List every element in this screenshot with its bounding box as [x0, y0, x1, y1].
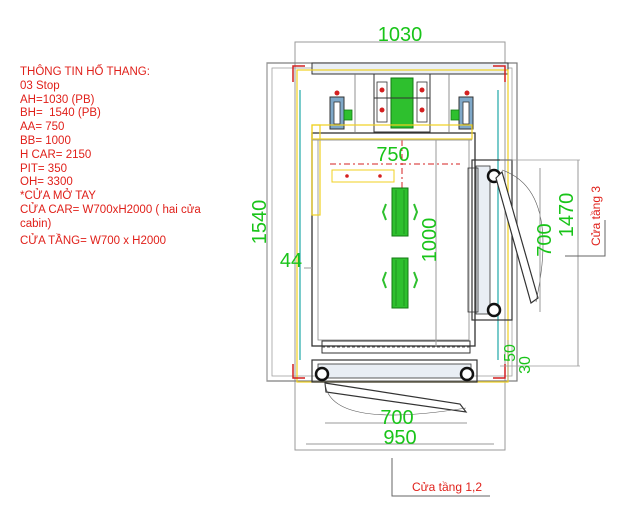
bolt	[378, 174, 382, 178]
label-door-front: Cửa tầng 1,2	[412, 480, 482, 494]
bolt	[419, 87, 425, 93]
corner-mark-tr	[493, 65, 506, 82]
info-oh: OH= 3300	[20, 176, 73, 189]
rail-right-box	[416, 81, 428, 123]
cabin-outline	[311, 132, 476, 347]
info-bb: BB= 1000	[20, 134, 71, 147]
label-door-side: Cửa tầng 3	[589, 186, 603, 246]
dim-small-gap-1: 50	[502, 344, 519, 362]
car-guide-upper	[381, 187, 419, 237]
counterweight-block	[390, 77, 414, 129]
car-sling-beam	[331, 169, 395, 183]
door-hinge-side	[486, 302, 502, 318]
counterweight-frame	[373, 73, 431, 133]
info-car-door-cont: cabin)	[20, 217, 52, 230]
landing-door-frame-side	[471, 159, 513, 321]
landing-door-sill-front	[317, 363, 472, 379]
corner-mark-tl	[292, 65, 305, 82]
dim-shaft-depth: 1540	[249, 200, 271, 245]
dim-side-opening-depth: 1470	[556, 193, 578, 238]
info-car-door: CỬA CAR= W700xH2000 ( hai cửa	[20, 203, 201, 216]
car-guide-lower	[381, 257, 419, 309]
info-stops: 03 Stop	[20, 79, 60, 92]
rail-assembly-left	[329, 90, 353, 130]
info-hcar: H CAR= 2150	[20, 148, 92, 161]
bolt	[419, 107, 425, 113]
dim-side-clearance: 44	[280, 250, 302, 272]
info-title: THÔNG TIN HỐ THANG:	[20, 66, 150, 78]
corner-mark-bl	[292, 364, 305, 379]
landing-door-frame-front	[311, 359, 478, 383]
dim-shaft-width: 1030	[378, 24, 423, 46]
info-manual-door: *CỬA MỞ TAY	[20, 190, 96, 203]
corner-mark-br	[493, 364, 506, 379]
rail-assembly-right	[450, 90, 474, 130]
side-door-leaf-open	[495, 170, 539, 304]
bolt	[345, 174, 349, 178]
info-pit: PIT= 350	[20, 162, 67, 175]
dim-small-gap-2: 30	[517, 356, 534, 374]
bolt	[379, 87, 385, 93]
dim-car-width: 750	[376, 144, 409, 166]
bolt	[379, 107, 385, 113]
info-ah: AH=1030 (PB)	[20, 93, 95, 106]
rail-left-box	[376, 81, 388, 123]
dim-front-opening-width: 950	[383, 427, 416, 449]
leader-door-front	[391, 458, 490, 497]
shaft-info-panel: THÔNG TIN HỐ THANG: 03 Stop AH=1030 (PB)…	[20, 66, 260, 248]
info-aa: AA= 750	[20, 121, 65, 134]
front-door-leaf-open	[324, 382, 468, 413]
door-hinge-front	[314, 366, 330, 382]
door-hinge-front	[459, 366, 475, 382]
info-bh: BH= 1540 (PB)	[20, 107, 101, 120]
cabin-inner-wall	[317, 138, 470, 341]
front-door-swing-arc	[324, 382, 467, 416]
leader-door-side	[565, 220, 606, 257]
info-landing-door: CỬA TẦNG= W700 x H2000	[20, 234, 167, 247]
top-beam	[311, 62, 509, 75]
cabin-side-frame	[311, 124, 321, 216]
dim-side-door-width: 700	[534, 223, 556, 256]
side-door-jamb	[467, 167, 479, 313]
dim-car-depth: 1000	[419, 218, 441, 263]
dim-front-door-width: 700	[380, 407, 413, 429]
landing-door-sill-side	[475, 165, 491, 315]
